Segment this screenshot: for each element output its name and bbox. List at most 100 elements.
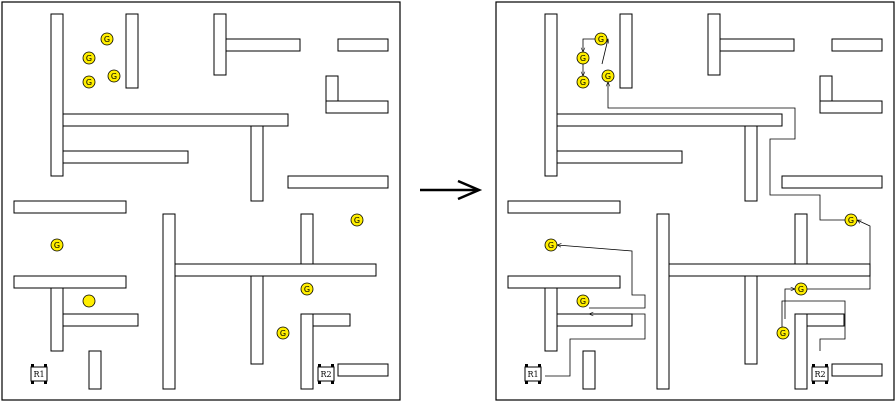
maze-wall bbox=[325, 100, 389, 114]
maze-wall bbox=[50, 13, 64, 177]
robot-body bbox=[811, 366, 829, 382]
maze-wall bbox=[656, 213, 670, 390]
maze-wall bbox=[806, 313, 845, 327]
maze-wall bbox=[300, 313, 314, 390]
robot-wheel bbox=[31, 381, 34, 384]
goal-marker: G bbox=[300, 282, 314, 296]
robot-body bbox=[524, 366, 542, 382]
goal-label: G bbox=[304, 285, 310, 294]
goal-circle bbox=[82, 75, 96, 89]
goal-marker: G bbox=[776, 326, 790, 340]
robot-path-arrow bbox=[782, 300, 846, 351]
goal-label: G bbox=[86, 78, 92, 87]
maze-wall bbox=[781, 175, 883, 189]
robot-label: R2 bbox=[320, 370, 331, 379]
goal-label: G bbox=[580, 297, 586, 306]
robot-wheel bbox=[331, 381, 334, 384]
maze-wall bbox=[287, 175, 389, 189]
maze-wall bbox=[556, 113, 783, 127]
robot-wheel bbox=[538, 364, 541, 367]
goal-circle bbox=[794, 282, 808, 296]
maze-wall bbox=[794, 313, 808, 390]
maze-wall bbox=[819, 100, 883, 114]
goal-marker: G bbox=[50, 238, 64, 252]
maze-wall bbox=[544, 13, 558, 177]
goal-marker: G bbox=[576, 51, 590, 65]
goal-circle bbox=[576, 51, 590, 65]
robot-paths bbox=[545, 38, 871, 377]
robot-wheel bbox=[812, 381, 815, 384]
maze-wall bbox=[794, 213, 808, 265]
maze-wall bbox=[831, 38, 883, 52]
maze-wall bbox=[619, 13, 633, 89]
maze-wall bbox=[50, 287, 64, 352]
robot-path-arrow bbox=[601, 39, 608, 65]
robot-wheel bbox=[812, 364, 815, 367]
maze-wall bbox=[62, 150, 189, 164]
robot-r1: R1 bbox=[524, 364, 542, 384]
goal-label: G bbox=[848, 216, 854, 225]
maze-wall bbox=[556, 313, 633, 327]
goal-marker: G bbox=[82, 51, 96, 65]
robot-path-arrow bbox=[784, 289, 795, 319]
goal-circle bbox=[594, 32, 608, 46]
goal-label: G bbox=[580, 54, 586, 63]
maze-wall bbox=[556, 150, 683, 164]
goal-label: G bbox=[111, 72, 117, 81]
robot-wheel bbox=[318, 364, 321, 367]
maze-wall bbox=[337, 38, 389, 52]
maze-wall bbox=[719, 38, 795, 52]
robot-label: R1 bbox=[33, 370, 44, 379]
maze-wall bbox=[250, 125, 264, 202]
maze-wall bbox=[582, 350, 596, 390]
robot-wheel bbox=[44, 381, 47, 384]
robot-wheel bbox=[331, 364, 334, 367]
goal-circle bbox=[82, 294, 96, 308]
maze-wall bbox=[88, 350, 102, 390]
maze-wall bbox=[507, 275, 621, 289]
goal-label: G bbox=[86, 54, 92, 63]
robot-label: R2 bbox=[814, 370, 825, 379]
robot-wheel bbox=[538, 381, 541, 384]
goal-marker: G bbox=[82, 75, 96, 89]
goal-label: G bbox=[548, 241, 554, 250]
goal-label: G bbox=[598, 35, 604, 44]
robot-body bbox=[317, 366, 335, 382]
maze-wall bbox=[62, 313, 139, 327]
goal-label: G bbox=[605, 72, 611, 81]
goal-marker: G bbox=[350, 213, 364, 227]
goal-circle bbox=[844, 213, 858, 227]
goal-marker: G bbox=[794, 282, 808, 296]
goal-circle bbox=[82, 51, 96, 65]
goal-label: G bbox=[104, 35, 110, 44]
maze-wall bbox=[125, 13, 139, 89]
robot-r2: R2 bbox=[811, 364, 829, 384]
maze-wall bbox=[174, 263, 377, 277]
goal-label: G bbox=[580, 78, 586, 87]
robot-path-arrow bbox=[583, 38, 595, 52]
arrow-right-icon bbox=[420, 179, 483, 201]
goal-marker: G bbox=[276, 326, 290, 340]
goal-label: G bbox=[780, 329, 786, 338]
maze-wall bbox=[62, 113, 289, 127]
goal-marker: G bbox=[576, 294, 590, 308]
goal-circle bbox=[544, 238, 558, 252]
goal-marker: G bbox=[100, 32, 114, 46]
solved-maze-panel: G G G G G G G G G R1 R2 bbox=[495, 1, 895, 401]
maze-wall bbox=[744, 275, 758, 365]
robot-wheel bbox=[525, 364, 528, 367]
maze-wall bbox=[337, 363, 389, 377]
goal-circle bbox=[601, 69, 615, 83]
goal-circle bbox=[50, 238, 64, 252]
robot-path-arrow bbox=[807, 219, 871, 290]
goal-circle bbox=[350, 213, 364, 227]
maze-wall bbox=[325, 75, 339, 103]
robot-wheel bbox=[525, 381, 528, 384]
robot-path-arrow bbox=[608, 82, 845, 221]
maze-wall bbox=[13, 275, 127, 289]
maze-wall bbox=[831, 363, 883, 377]
maze-wall bbox=[250, 275, 264, 365]
goal-circle bbox=[300, 282, 314, 296]
goal-circle bbox=[576, 75, 590, 89]
